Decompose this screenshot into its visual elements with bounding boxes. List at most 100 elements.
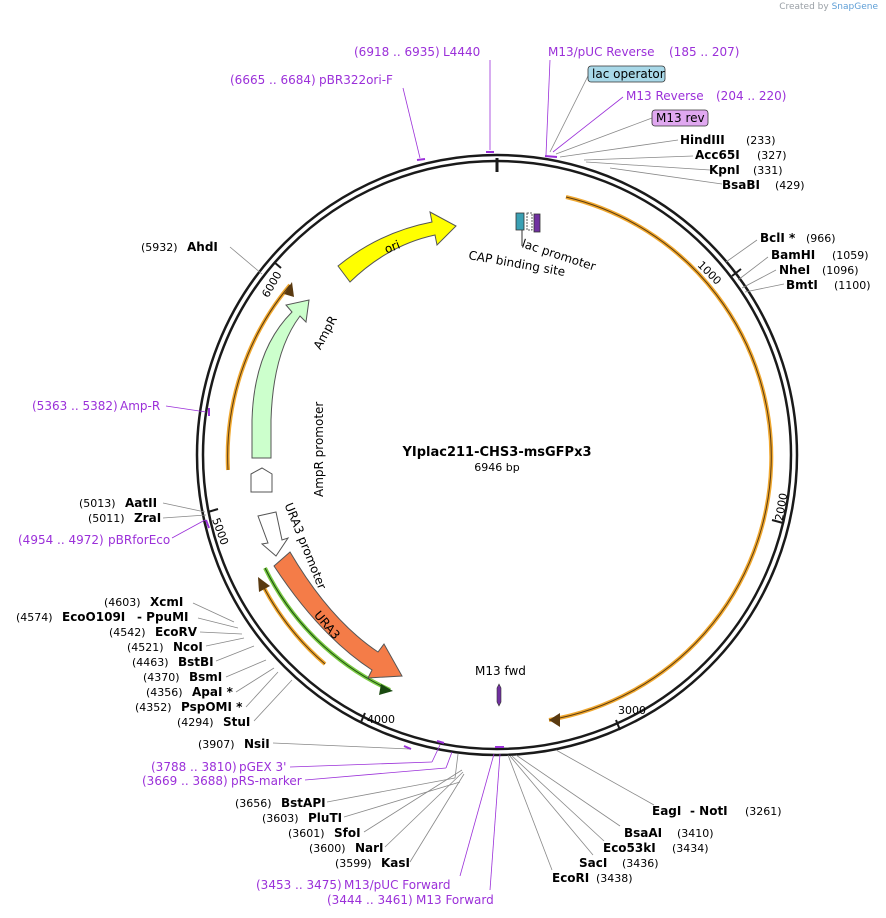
- enzyme-sfoi-name: SfoI: [334, 826, 361, 840]
- enzyme-acc65i-pos: (327): [757, 149, 787, 162]
- enzyme-nsii-name: NsiI: [244, 737, 270, 751]
- enzyme-bstbi-name: BstBI: [178, 655, 214, 669]
- ura3-promoter-feature[interactable]: [257, 511, 290, 557]
- enzyme-aatii-pos: (5013): [79, 497, 116, 510]
- enzyme-bcli-pos: (966): [806, 232, 836, 245]
- enzyme-eagi-pos: (3261): [745, 805, 782, 818]
- enzyme-stui-name: StuI: [223, 715, 250, 729]
- enzyme-zrai-name: ZraI: [134, 511, 161, 525]
- enzyme-saci-name: SacI: [579, 856, 607, 870]
- enzyme-nari-name: NarI: [355, 841, 384, 855]
- enzyme-eco53ki-name: Eco53kI: [603, 841, 656, 855]
- tick-label-3000: 3000: [618, 704, 646, 717]
- enzyme-bstapi-name: BstAPI: [281, 796, 326, 810]
- primer-m13puc-rev-name: M13/pUC Reverse: [548, 45, 655, 59]
- enzyme-apai-name: ApaI *: [192, 685, 234, 699]
- enzyme-bsmi-pos: (4370): [143, 671, 180, 684]
- backbone-outer: [195, 153, 799, 757]
- orf-arc-left-head: [284, 282, 294, 297]
- enzyme-acc65i-name: Acc65I: [695, 148, 740, 162]
- enzyme-bstapi-pos: (3656): [235, 797, 272, 810]
- plasmid-name: YIplac211-CHS3-msGFPx3: [401, 445, 591, 460]
- enzyme-xcmi-pos: (4603): [104, 596, 141, 609]
- primer-m13-forward-name: M13 Forward: [416, 893, 494, 907]
- enzyme-ecorv-name: EcoRV: [155, 625, 198, 639]
- primer-m13-forward-range: (3444 .. 3461): [327, 893, 413, 907]
- primer-pbr322-range: (6665 .. 6684): [230, 73, 316, 87]
- m13-rev-tag-label: M13 rev: [656, 111, 705, 125]
- enzyme-pspomi-pos: (4352): [135, 701, 172, 714]
- enzyme-aatii-name: AatII: [125, 496, 157, 510]
- enzyme-eco0109i-name: EcoO109I: [62, 610, 125, 624]
- enzyme-bsaai-pos: (3410): [677, 827, 714, 840]
- enzyme-apai-pos: (4356): [146, 686, 183, 699]
- enzyme-bmti-pos: (1100): [834, 279, 871, 292]
- enzyme-sfoi-pos: (3601): [288, 827, 325, 840]
- primer-pbr322-name: pBR322ori-F: [319, 73, 393, 87]
- primer-pbrforeco-range: (4954 .. 4972): [18, 533, 104, 547]
- enzyme-bmti-name: BmtI: [786, 278, 818, 292]
- enzyme-ecori-pos: (3438): [596, 872, 633, 885]
- tick-label-2000: 2000: [773, 492, 791, 522]
- orf-arc-main-head: [549, 713, 560, 727]
- enzyme-ahdi-name: AhdI: [187, 240, 218, 254]
- enzyme-bcli-name: BclI *: [760, 231, 796, 245]
- enzyme-noti-name: - NotI: [690, 804, 728, 818]
- primer-pbrforeco-name: pBRforEco: [108, 533, 170, 547]
- enzyme-eco0109i-pos: (4574): [16, 611, 53, 624]
- ori-label: ori: [382, 238, 402, 257]
- primer-ampr-name: Amp-R: [120, 399, 160, 413]
- enzyme-bamhi-pos: (1059): [832, 249, 869, 262]
- enzyme-ecori-name: EcoRI: [552, 871, 589, 885]
- primer-pgex-name: pGEX 3': [239, 760, 286, 774]
- lac-operator-tag[interactable]: [587, 65, 666, 83]
- primer-m13puc-fwd-range: (3453 .. 3475): [256, 878, 342, 892]
- enzyme-eco53ki-pos: (3434): [672, 842, 709, 855]
- leader-lines: [162, 59, 785, 891]
- m13-rev-tag[interactable]: [651, 109, 709, 127]
- primer-m13puc-rev-range: (185 .. 207): [669, 45, 739, 59]
- enzyme-ecorv-pos: (4542): [109, 626, 146, 639]
- enzyme-ncoi-pos: (4521): [127, 641, 164, 654]
- enzyme-bsmi-name: BsmI: [189, 670, 222, 684]
- primer-m13-reverse-range: (204 .. 220): [716, 89, 786, 103]
- enzyme-stui-pos: (4294): [177, 716, 214, 729]
- enzyme-zrai-pos: (5011): [88, 512, 125, 525]
- lac-promoter-feature[interactable]: [526, 212, 533, 231]
- enzyme-nhei-name: NheI: [779, 263, 810, 277]
- ampr-label: AmpR: [311, 314, 340, 352]
- enzyme-pspomi-name: PspOMI *: [181, 700, 243, 714]
- ura3-feature[interactable]: [273, 551, 403, 679]
- enzyme-saci-pos: (3436): [622, 857, 659, 870]
- enzyme-pluti-pos: (3603): [262, 812, 299, 825]
- tick-marks: [207, 261, 784, 731]
- ori-feature[interactable]: [337, 211, 457, 283]
- enzyme-bstbi-pos: (4463): [132, 656, 169, 669]
- enzyme-hindiii-name: HindIII: [680, 133, 725, 147]
- plasmid-length: 6946 bp: [474, 461, 519, 474]
- cap-binding-site-feature[interactable]: [515, 212, 525, 231]
- enzyme-kasi-pos: (3599): [335, 857, 372, 870]
- m13-fwd-feature[interactable]: [496, 683, 502, 707]
- ampr-promoter-label: AmpR promoter: [312, 402, 326, 497]
- ampr-promoter-feature[interactable]: [250, 467, 273, 493]
- enzyme-bsabi-name: BsaBI: [722, 178, 760, 192]
- primer-prs-range: (3669 .. 3688): [142, 774, 228, 788]
- lac-operator-tag-label: lac operator: [592, 67, 665, 81]
- enzyme-nsii-pos: (3907): [198, 738, 235, 751]
- enzyme-bsaai-name: BsaAI: [624, 826, 662, 840]
- enzyme-eagi-name: EagI: [652, 804, 681, 818]
- primer-pgex-range: (3788 .. 3810): [151, 760, 237, 774]
- ampr-feature[interactable]: [251, 299, 310, 459]
- snapgene-logo: SnapGene: [831, 2, 878, 12]
- enzyme-bamhi-name: BamHI: [771, 248, 815, 262]
- enzyme-nari-pos: (3600): [309, 842, 346, 855]
- enzyme-pluti-name: PluTI: [308, 811, 342, 825]
- enzyme-kasi-name: KasI: [381, 856, 410, 870]
- enzyme-nhei-pos: (1096): [822, 264, 859, 277]
- snapgene-credit: Created by SnapGene: [779, 2, 878, 12]
- enzyme-bsabi-pos: (429): [775, 179, 805, 192]
- lac-operator-mark[interactable]: [533, 213, 541, 233]
- primer-ampr-range: (5363 .. 5382): [32, 399, 118, 413]
